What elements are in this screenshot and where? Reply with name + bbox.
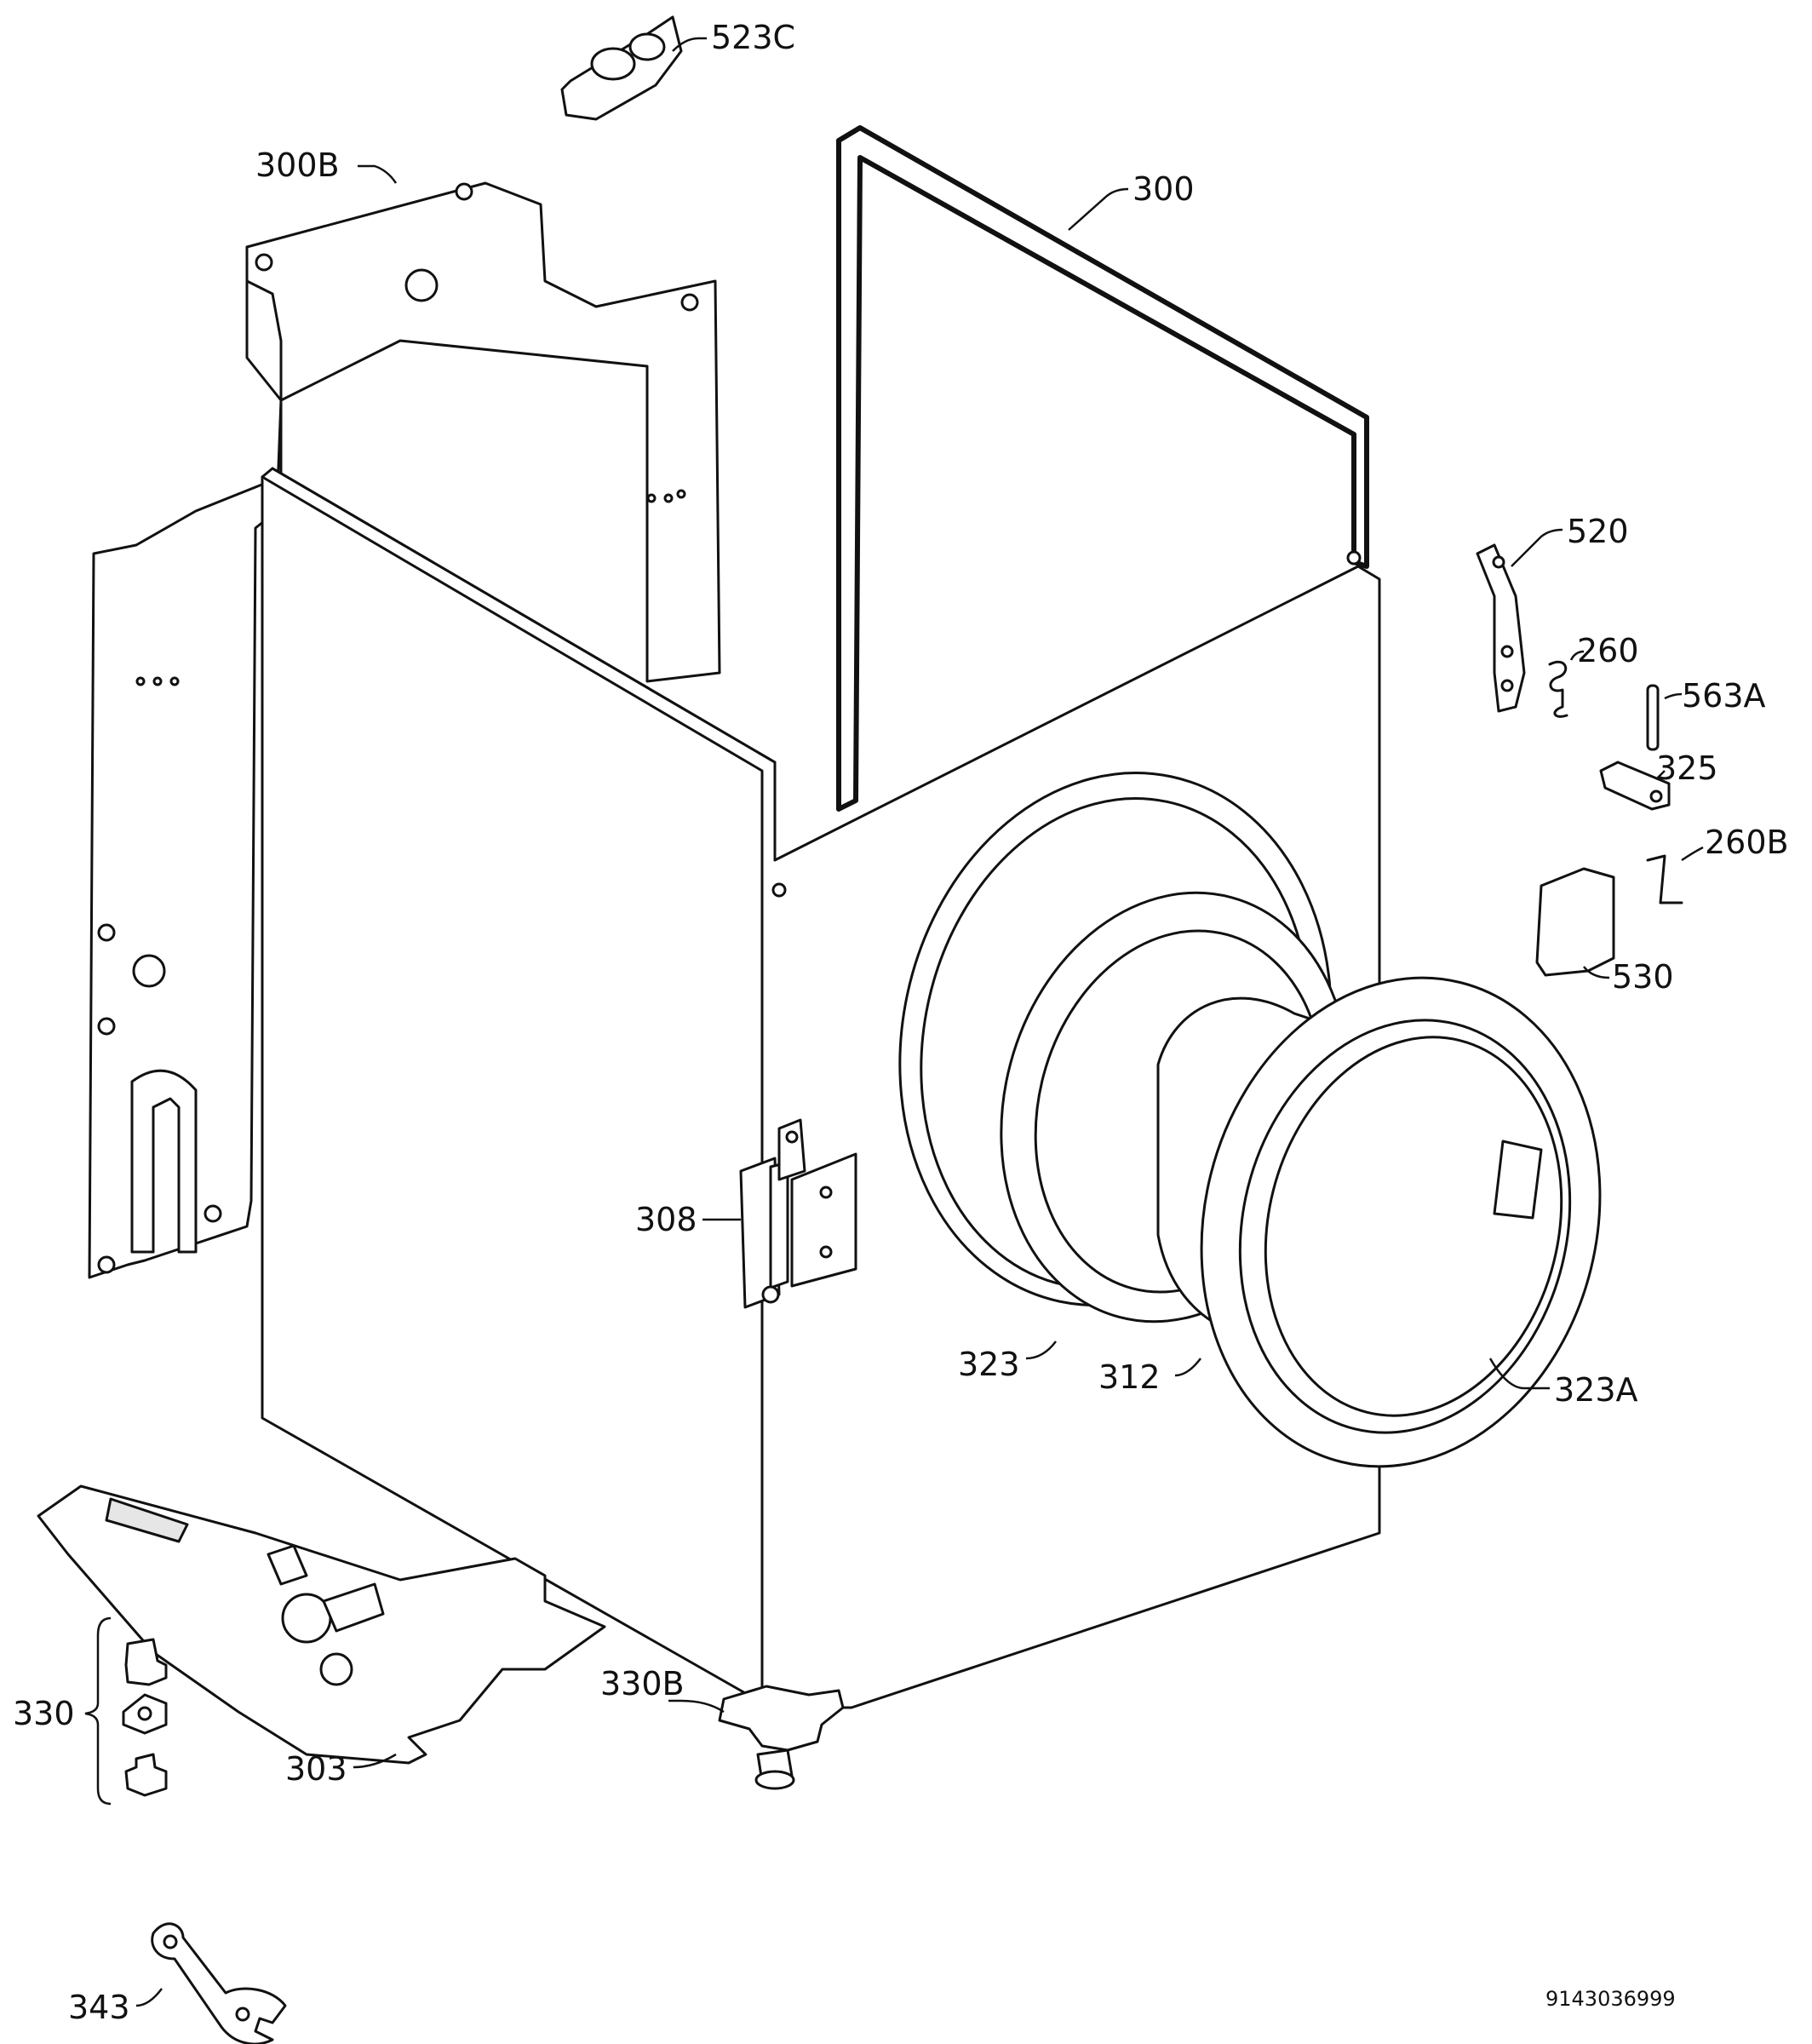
label-523C: 523C — [711, 19, 795, 56]
label-530: 530 — [1612, 958, 1674, 996]
label-323: 323 — [958, 1346, 1020, 1383]
label-260B: 260B — [1705, 824, 1789, 861]
label-312: 312 — [1098, 1358, 1161, 1396]
handle-530 — [1535, 867, 1615, 977]
spring-260 — [1548, 660, 1568, 718]
pin-563A — [1646, 684, 1660, 751]
label-520: 520 — [1567, 513, 1629, 550]
rear-panel-300B — [88, 181, 721, 1279]
label-303: 303 — [285, 1750, 347, 1788]
screw-set-330 — [84, 1616, 168, 1806]
outer-door-ring-323A — [1200, 976, 1602, 1468]
label-330: 330 — [13, 1695, 75, 1732]
spring-260B — [1646, 854, 1683, 904]
latch-325 — [1599, 761, 1671, 811]
label-330B: 330B — [600, 1665, 685, 1702]
label-323A: 323A — [1554, 1371, 1638, 1409]
part-520 — [1476, 543, 1526, 713]
label-343: 343 — [68, 1989, 130, 2026]
label-325: 325 — [1656, 749, 1718, 787]
label-300: 300 — [1132, 170, 1195, 208]
drawing-code: 9143036999 — [1545, 1987, 1676, 2011]
label-260: 260 — [1577, 632, 1639, 669]
hinge-308 — [739, 1118, 857, 1309]
leader-lines — [135, 37, 1704, 2007]
label-563A: 563A — [1682, 677, 1766, 715]
part-523C — [560, 15, 683, 121]
label-308: 308 — [635, 1201, 697, 1238]
side-panel-300 — [836, 125, 1369, 812]
part-labels: 523C 300B 300 520 260 563A 325 260B 530 … — [13, 19, 1789, 2026]
label-300B: 300B — [255, 146, 340, 184]
foot-330B — [718, 1685, 845, 1790]
base-plate-303 — [37, 1484, 606, 1765]
wrench-343 — [151, 1922, 287, 2044]
